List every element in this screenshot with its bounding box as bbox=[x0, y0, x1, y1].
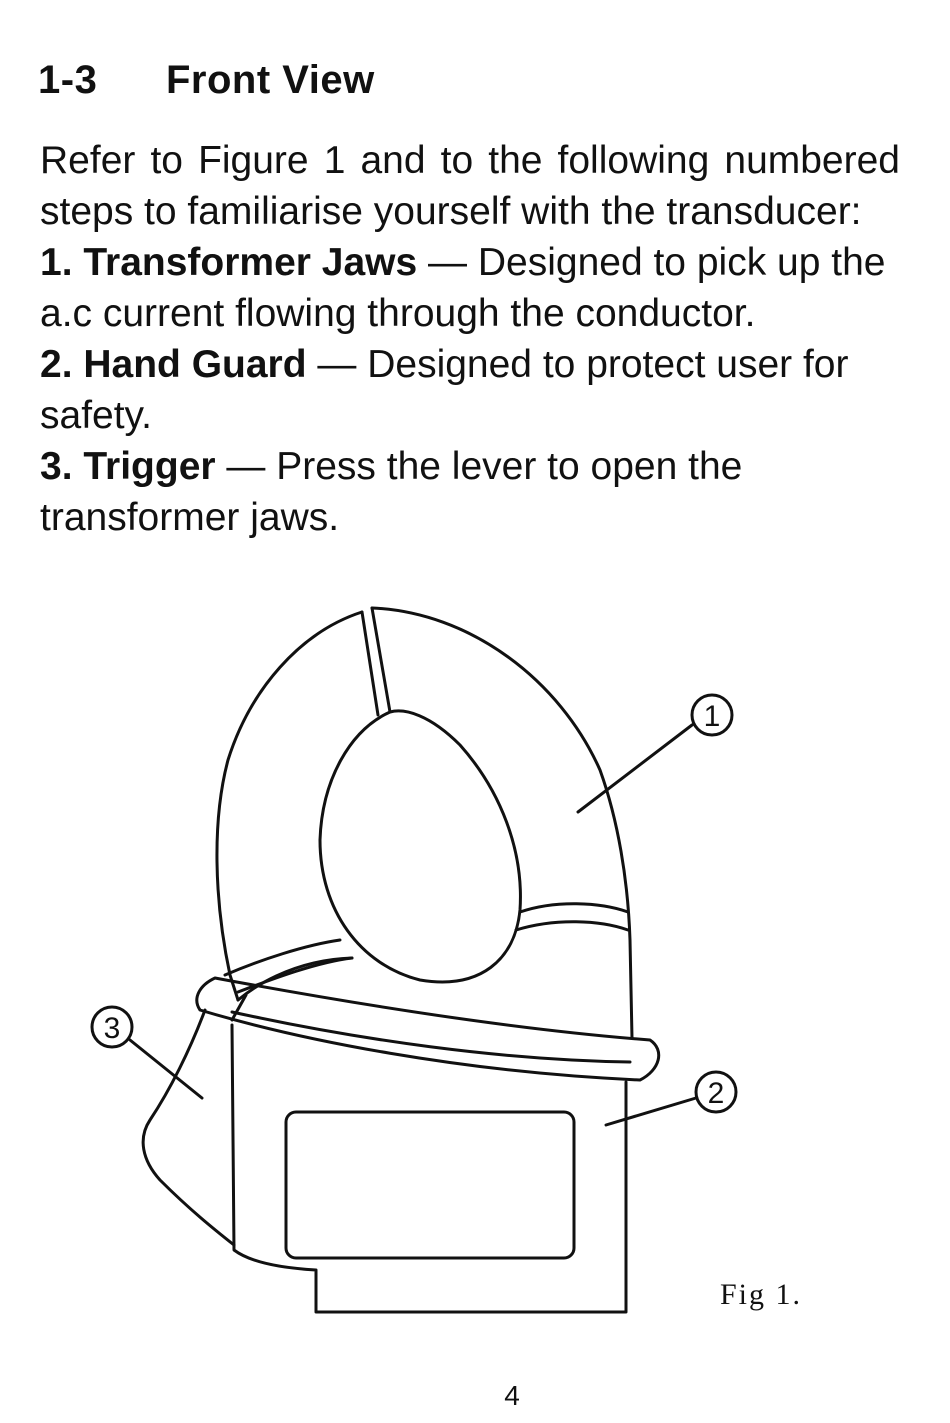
callout-circle bbox=[694, 1070, 738, 1114]
item-text: Designed to pick up the a.c current flow… bbox=[40, 241, 886, 335]
item-label: 3. Trigger bbox=[40, 445, 216, 488]
jaw-outline bbox=[215, 610, 364, 1002]
item-label: 1. Transformer Jaws bbox=[40, 241, 418, 284]
intro-paragraph: Refer to Figure 1 and to the following n… bbox=[40, 139, 900, 233]
clamp-transducer-figure: 1 2 3 bbox=[90, 606, 738, 1314]
list-item: 2. Hand Guard — Designed to protect user… bbox=[40, 343, 849, 437]
item-label: 2. Hand Guard bbox=[40, 343, 307, 386]
jaw-outline-right bbox=[370, 606, 634, 1040]
jaw-opening bbox=[318, 709, 522, 984]
item-text: Designed to protect user for safety. bbox=[40, 343, 849, 437]
callout-circle bbox=[690, 693, 734, 737]
display-window bbox=[284, 1110, 576, 1260]
section-heading: 1-3 Front View bbox=[38, 58, 375, 103]
figure-caption: Fig 1. bbox=[720, 1278, 803, 1311]
item-text: Press the lever to open the transformer … bbox=[40, 445, 743, 539]
page-number: 4 bbox=[504, 1380, 520, 1411]
callout-circle bbox=[90, 1005, 134, 1049]
trigger bbox=[141, 1008, 236, 1247]
callout-label-2: 2 bbox=[708, 1077, 725, 1110]
body-text: Refer to Figure 1 and to the following n… bbox=[40, 135, 900, 543]
section-title: Front View bbox=[166, 58, 375, 102]
list-item: 1. Transformer Jaws — Designed to pick u… bbox=[40, 241, 886, 335]
callout-label-1: 1 bbox=[704, 700, 721, 733]
jaw-split bbox=[360, 610, 380, 717]
callout-label-3: 3 bbox=[104, 1012, 121, 1045]
jaw-split bbox=[370, 606, 392, 714]
list-item: 3. Trigger — Press the lever to open the… bbox=[40, 445, 743, 539]
hand-guard bbox=[195, 976, 661, 1082]
section-number: 1-3 bbox=[38, 58, 98, 102]
body-outline bbox=[230, 1023, 628, 1314]
